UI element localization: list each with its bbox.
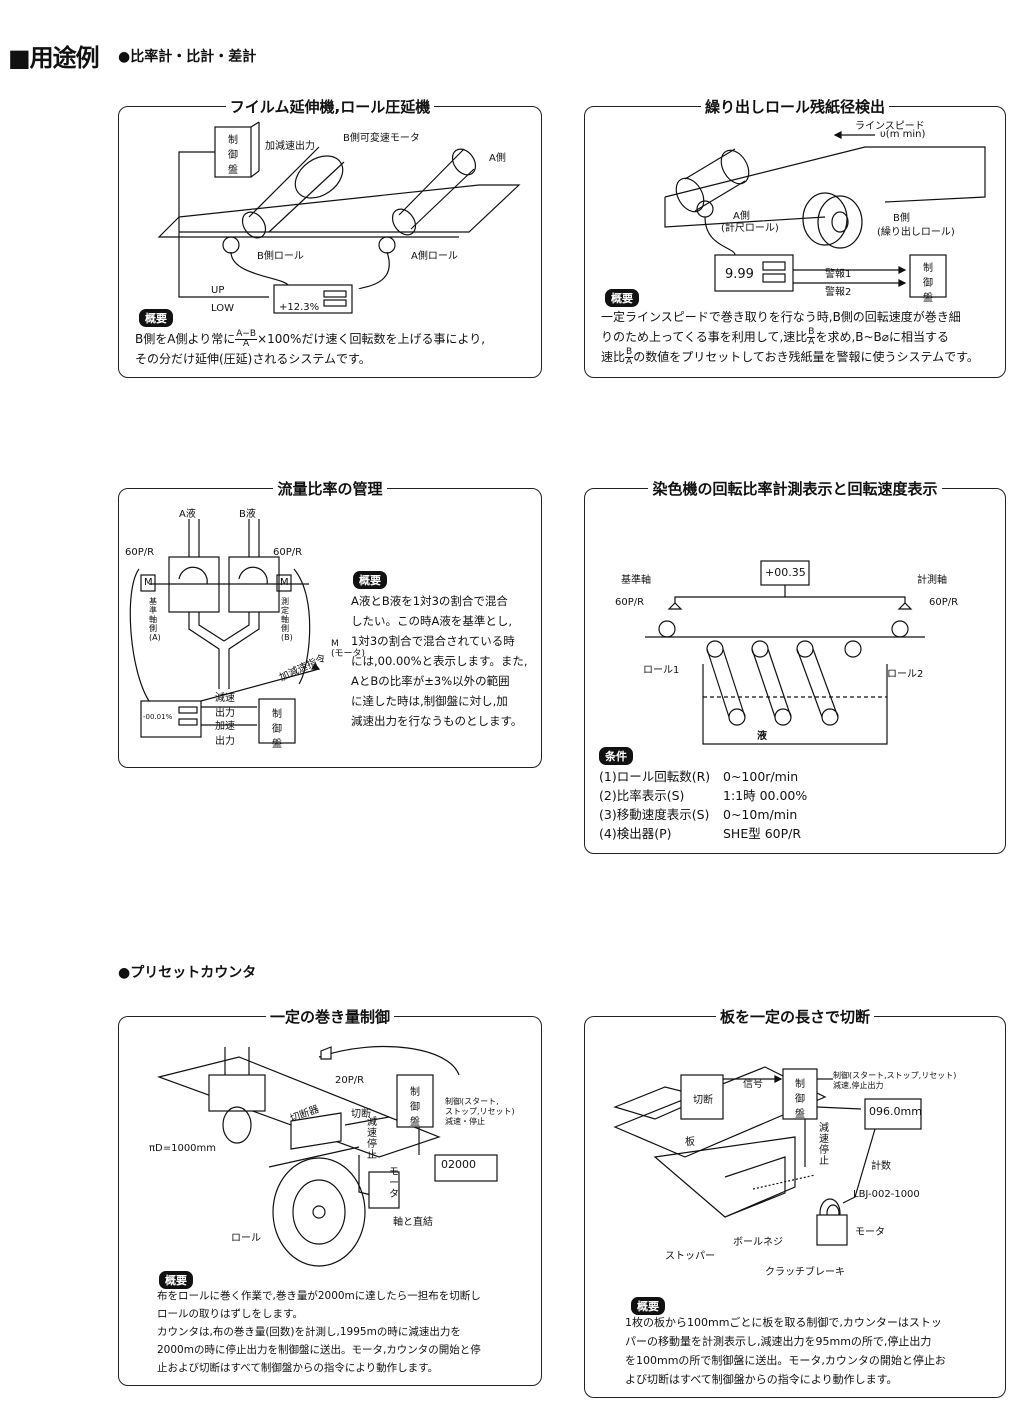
panel-plate-cutting: 板を一定の長さで切断 信号 制御(スタート,ストップ,リセット) 減速,停止出力… (584, 1008, 1006, 1398)
motor-label: モ ー タ (389, 1167, 399, 1200)
panel-title: 一定の巻き量制御 (265, 1008, 394, 1026)
ball-screw-label: ボールネジ (733, 1237, 783, 1248)
measuring-roll-label: (計尺ロール) (721, 223, 779, 234)
reference-axis-label: 基準軸 (621, 575, 651, 586)
control-panel-label: 制 御 盤 (795, 1079, 805, 1120)
pr-right-label: 60P/R (273, 547, 303, 558)
b-side-label: B側 (893, 213, 910, 224)
panel-description: 1枚の板から100mmごとに板を取る制御で,カウンターはストッパーの移動量を計測… (625, 1316, 946, 1386)
cut-label: 切断 (693, 1095, 713, 1106)
roll2-label: ロール2 (887, 669, 924, 680)
summary-tag: 概要 (605, 289, 639, 307)
accel-output-label: 加減速出力 (265, 141, 315, 152)
roll1-label: ロール1 (643, 665, 680, 676)
cut-label: 切断 (351, 1109, 371, 1120)
panel-flow-ratio: 流量比率の管理 A液 B液 60P/R 60P/R M M 基 準 軸 側 (A… (118, 480, 542, 768)
panel-title: 流量比率の管理 (273, 480, 387, 498)
accel-output-label: 加速 出力 (215, 721, 235, 747)
line-speed-label: ラインスピード (855, 121, 925, 132)
clutch-brake-label: クラッチブレーキ (765, 1267, 845, 1278)
panel-title: 染色機の回転比率計測表示と回転速度表示 (648, 480, 942, 498)
summary-tag: 概要 (139, 309, 173, 327)
panel-title: 板を一定の長さで切断 (715, 1008, 874, 1026)
a-liquid-label: A液 (179, 509, 196, 520)
dyeing-machine-diagram (645, 560, 925, 745)
a-side-label: A側 (733, 211, 750, 222)
film-stretcher-diagram (157, 121, 521, 314)
a-side-label: A側 (489, 153, 506, 164)
section-title: ■用途例 (8, 44, 100, 72)
line-speed-unit: υ(m min) (880, 129, 926, 140)
model-label: LBJ-002-1000 (853, 1189, 920, 1200)
motor-label: M (モータ) (331, 639, 366, 659)
signal-label: 信号 (743, 1079, 763, 1090)
panel-description: 布をロールに巻く作業で,巻き量が2000mに達したら一担布を切断しロールの取りは… (157, 1290, 481, 1374)
motor-m-right: M (280, 577, 289, 588)
counter-display: 02000 (441, 1158, 476, 1171)
ratio-display: +12.3% (279, 302, 320, 313)
count-label: 計数 (871, 1161, 891, 1172)
roll-label: ロール (231, 1233, 261, 1244)
summary-tag: 概要 (631, 1297, 665, 1315)
b-roll-label: B側ロール (257, 251, 304, 262)
panel-dyeing-machine: 染色機の回転比率計測表示と回転速度表示 基準軸 計測軸 60P/R 60P/R … (584, 480, 1006, 854)
ratio-display: 9.99 (725, 267, 754, 282)
panel-description: 一定ラインスピードで巻き取りを行なう時,B側の回転速度が巻き細 りのため上ってく… (601, 310, 979, 367)
pr-right-label: 60P/R (929, 597, 959, 608)
control-signals-label: 制御(スタート, ストップ,リセット) 減速・停止 (445, 1097, 515, 1126)
control-panel-label: 制 御 盤 (923, 263, 933, 304)
a-roll-label: A側ロール (411, 251, 458, 262)
shaft-direct-label: 軸と直結 (393, 1217, 433, 1228)
stopper-label: ストッパー (665, 1251, 715, 1262)
reference-axis-label: 基 準 軸 側 (A) (149, 597, 161, 642)
alarm1-label: 警報1 (825, 269, 852, 280)
panel-winding-control: 一定の巻き量制御 20P/R 切断器 切断 減 速 停 止 制 御 盤 制御(ス… (118, 1008, 542, 1386)
feed-roll-label: (繰り出しロール) (877, 227, 955, 238)
control-panel-label: 制 御 盤 (410, 1087, 420, 1128)
decel-stop-label: 減 速 停 止 (367, 1117, 377, 1161)
ratio-display: +00.35 (765, 566, 806, 579)
panel-title: フイルム延伸機,ロール圧延機 (225, 98, 435, 116)
flow-ratio-diagram (129, 519, 321, 744)
motor-m-left: M (144, 577, 153, 588)
roll-diameter-diagram (664, 131, 986, 298)
b-motor-label: B側可変速モータ (343, 133, 420, 144)
pr-label: 20P/R (335, 1075, 365, 1086)
summary-tag: 概要 (353, 571, 387, 589)
summary-tag: 概要 (159, 1271, 193, 1289)
alarm2-label: 警報2 (825, 287, 852, 298)
counter-display: 096.0mm (869, 1105, 922, 1118)
conditions-tag: 条件 (599, 747, 633, 765)
measure-axis-label: 計測軸 (917, 575, 947, 586)
subsection-ratio: ●比率計・比計・差計 (118, 49, 257, 65)
panel-title: 繰り出しロール残紙径検出 (700, 98, 889, 116)
plate-label: 板 (685, 1137, 695, 1148)
control-panel-label: 制 御 盤 (272, 709, 282, 750)
circumference-label: πD=1000mm (149, 1143, 217, 1154)
panel-film-stretcher: フイルム延伸機,ロール圧延機 制 御 盤 加減速出力 B側可変速モータ A側 B… (118, 98, 542, 378)
ratio-display: -00.01% (143, 713, 173, 721)
panel-description: A液とB液を1対3の割合で混合したい。この時A液を基準とし,1対3の割合で混合さ… (351, 594, 528, 728)
conditions-list: (1)ロール回転数(R)0~100r/min (2)比率表示(S)1:1時 00… (599, 769, 808, 841)
decel-output-label: 減速 出力 (215, 693, 235, 719)
winding-diagram (156, 1045, 498, 1267)
pr-left-label: 60P/R (125, 547, 155, 558)
pr-left-label: 60P/R (615, 597, 645, 608)
plate-cutting-diagram (613, 1066, 922, 1246)
low-label: LOW (211, 303, 234, 314)
control-signals-label: 制御(スタート,ストップ,リセット) 減速,停止出力 (833, 1071, 957, 1090)
up-label: UP (211, 285, 225, 296)
control-panel-label: 制 御 盤 (228, 135, 238, 176)
motor-label: モータ (855, 1227, 885, 1238)
subsection-preset: ●プリセットカウンタ (118, 965, 257, 981)
panel-roll-diameter: 繰り出しロール残紙径検出 ラインスピード υ(m min) A側 (計尺ロール)… (584, 98, 1006, 378)
liquid-label: 液 (757, 731, 767, 742)
b-liquid-label: B液 (239, 509, 256, 520)
measure-axis-label: 測 定 軸 側 (B) (281, 597, 293, 642)
decel-stop-label: 減 速 停 止 (819, 1123, 829, 1167)
